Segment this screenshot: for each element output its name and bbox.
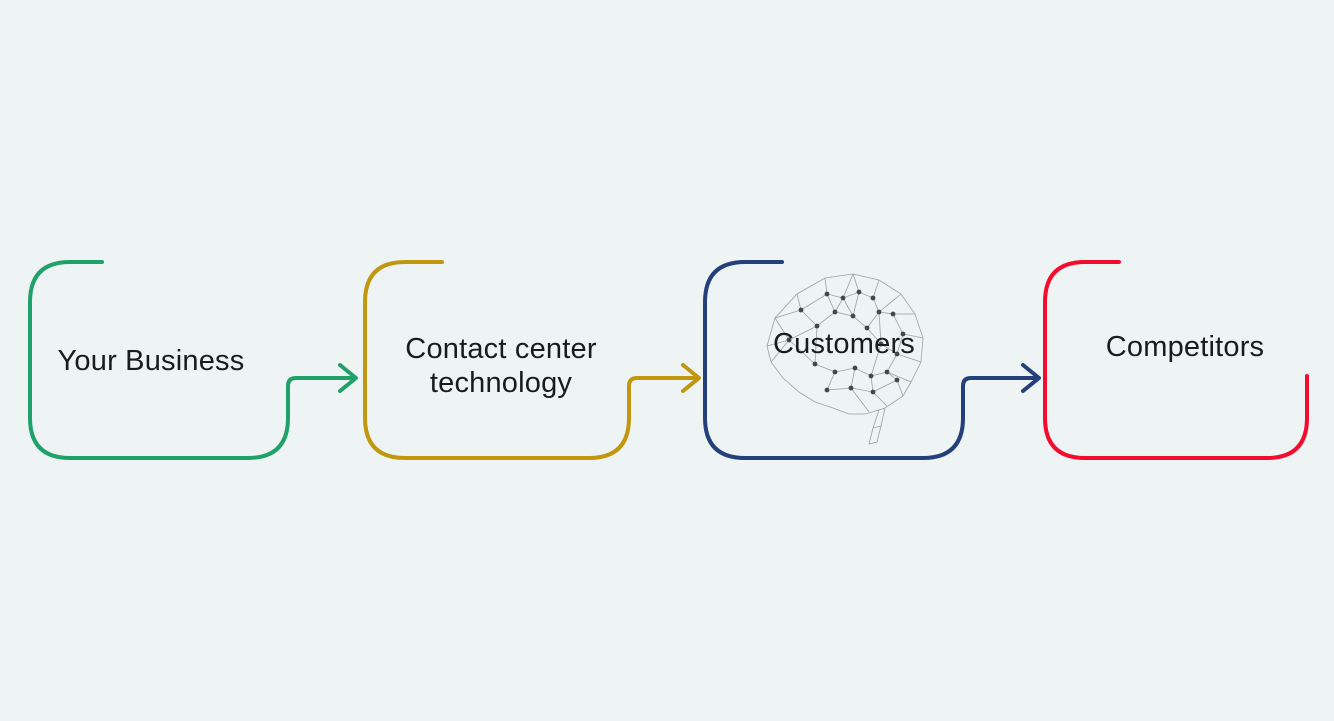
box-label-your-business: Your Business — [57, 345, 245, 377]
box-outline-your-business — [28, 260, 358, 460]
box-outline-contact-center-technology — [363, 260, 701, 460]
brain-network-icon — [766, 273, 924, 445]
box-outline-competitors — [1043, 260, 1309, 460]
brain-mesh-nodes — [786, 289, 906, 395]
box-label-competitors: Competitors — [1105, 331, 1265, 363]
box-label-contact-center-technology: Contact center technology — [405, 333, 597, 399]
box-label-customers: Customers — [773, 328, 915, 360]
box-outline-customers — [703, 260, 1041, 460]
